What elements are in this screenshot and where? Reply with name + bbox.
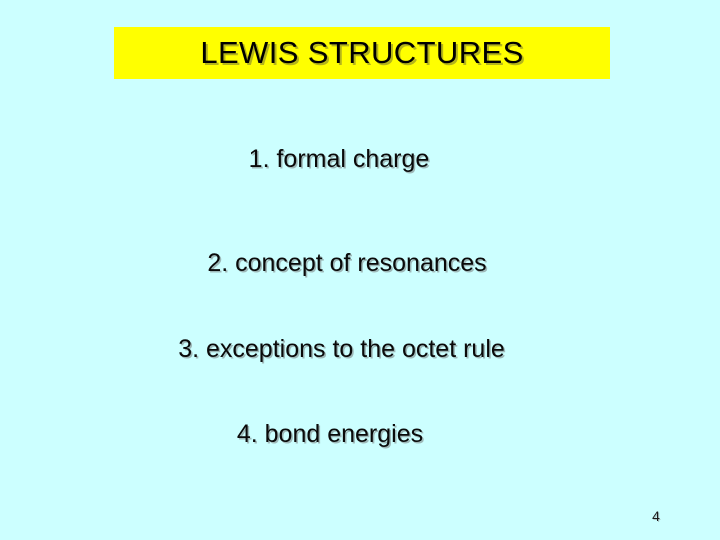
body-line-2: 2. concept of resonances xyxy=(207,249,487,277)
body-line-3: 3. exceptions to the octet rule xyxy=(178,335,505,363)
body-line-1: 1. formal charge xyxy=(248,145,430,173)
slide-title-highlight-box: LEWIS STRUCTURES xyxy=(114,27,610,79)
slide-title: LEWIS STRUCTURES xyxy=(200,35,524,70)
page-number: 4 xyxy=(652,508,660,524)
body-line-4: 4. bond energies xyxy=(236,420,424,448)
